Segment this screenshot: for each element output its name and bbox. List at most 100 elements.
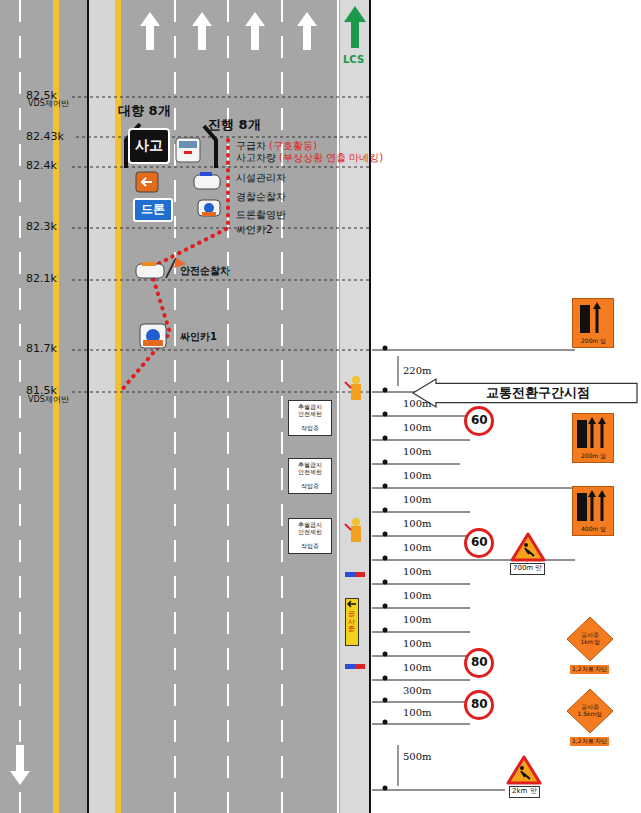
sign-text: 작업중 (295, 483, 325, 490)
lane-closure-sign: 200m 앞 (572, 413, 614, 463)
tick-dot (383, 698, 388, 703)
km-label: VDS제어반 (28, 396, 69, 405)
closed-lane (577, 493, 587, 521)
sign-text: 추월금지 안전제한 (295, 404, 325, 417)
lane-arrow (588, 417, 596, 448)
label: (구호활동) (269, 140, 317, 151)
tick-line (372, 488, 575, 489)
shape (525, 548, 534, 556)
sign-text: 60 (471, 414, 488, 427)
vehicle-label: 경찰순찰차 (236, 191, 286, 202)
lane-arrow (598, 417, 606, 448)
tick-dot (383, 346, 388, 351)
distance-label: 100m (403, 494, 432, 505)
sign-text: 80 (471, 656, 488, 669)
diamond (567, 689, 613, 733)
sign-text: 700m 앞 (510, 563, 545, 575)
sign-text: 60 (471, 536, 488, 549)
distance-label: 100m (403, 566, 432, 577)
speed-limit-sign: 60 (464, 528, 494, 558)
direction-arrow-box: 교통전환구간시점 (412, 378, 638, 408)
shape (521, 771, 530, 779)
triangle (512, 534, 544, 560)
closed-lane (580, 305, 590, 333)
vehicle-label: 싸인카1 (180, 331, 217, 342)
label: 진행 8개 (208, 118, 261, 132)
sign-text: 작업중 (295, 543, 325, 550)
triangle-sign (504, 755, 544, 785)
distance-label: 100m (403, 398, 432, 409)
speed-limit-sign: 80 (464, 648, 494, 678)
lane-closure-sign: 200m 앞 (572, 298, 614, 348)
km-label: VDS제어반 (28, 100, 69, 109)
tick-dot (383, 412, 388, 417)
distance-label: 500m (403, 751, 432, 762)
tick-dot (383, 484, 388, 489)
lane-arrows (573, 487, 613, 523)
tick-dot (383, 388, 388, 393)
construction-diamond-sign: 공사중 1km앞 1,2차로 차단 (566, 616, 614, 676)
notice-board: 추월금지 안전제한작업중 (288, 458, 332, 494)
sign-text: 추월금지 안전제한 (295, 522, 325, 535)
sign-text: 공사중 (348, 611, 355, 634)
sign-text: 2km 앞 (509, 786, 540, 798)
notice-board: 추월금지 안전제한작업중 (288, 518, 332, 554)
lane-arrow (598, 490, 606, 521)
tick-dot (383, 460, 388, 465)
distance-label: 100m (403, 470, 432, 481)
distance-label: 100m (403, 518, 432, 529)
vehicle-label: 시설관리차 (236, 172, 286, 183)
distance-label: 100m (403, 707, 432, 718)
km-label: 82.4k (26, 160, 57, 172)
triangle (508, 757, 540, 783)
km-label: 82.43k (26, 131, 64, 143)
km-label: 82.3k (26, 221, 57, 233)
sign-text: 교통전환구간시점 (486, 386, 590, 400)
shape (520, 766, 524, 770)
speed-limit-sign: 60 (464, 406, 494, 436)
work-warning-sign: 2km 앞 (504, 755, 544, 799)
tick-dot (383, 508, 388, 513)
sign-text: 추월금지 안전제한 (295, 462, 325, 475)
drone-box: 드론 (133, 198, 173, 222)
tick-dot (383, 532, 388, 537)
label: (부상상황 연출 마네킹) (279, 152, 383, 163)
shape (524, 543, 528, 547)
distance-label: 100m (403, 422, 432, 433)
tick-line (372, 790, 505, 791)
vehicle-label: 구급차 (236, 140, 266, 151)
label: 대향 8개 (118, 104, 171, 118)
lane-arrows (573, 414, 613, 450)
distance-label: 100m (403, 446, 432, 457)
distance-label: 100m (403, 590, 432, 601)
vehicle-label: 싸인카2 (236, 224, 272, 235)
arrow-board: 공사중 (345, 598, 359, 646)
distance-label: 100m (403, 662, 432, 673)
vehicle-label: 드론촬영반 (236, 209, 286, 220)
tick-line (372, 536, 475, 537)
tick-dot (383, 786, 388, 791)
work-warning-sign: 700m 앞 (508, 532, 548, 576)
distance-label: 100m (403, 638, 432, 649)
sign-text: 1,2차로 차단 (570, 665, 609, 674)
km-label: 81.7k (26, 343, 57, 355)
arrow-shape (413, 379, 637, 407)
tick-dot (383, 556, 388, 561)
distance-label: 100m (403, 542, 432, 553)
sign-text: 80 (471, 698, 488, 711)
tick-line (372, 350, 575, 351)
diamond (567, 617, 613, 661)
distance-label: 300m (403, 685, 432, 696)
sign-text: 400m 앞 (581, 526, 606, 533)
tick-dot (383, 580, 388, 585)
sign-text: 200m 앞 (581, 338, 606, 345)
distance-label: 100m (403, 614, 432, 625)
lane-arrows (573, 299, 613, 335)
notice-board: 추월금지 안전제한작업중 (288, 400, 332, 436)
shape (348, 601, 356, 607)
sign-text: 공사중 1km앞 (575, 632, 605, 645)
tick-dot (383, 604, 388, 609)
lane-closure-sign: 400m 앞 (572, 486, 614, 536)
km-label: 82.1k (26, 273, 57, 285)
sign-text: 공사중 1.5km앞 (575, 704, 605, 717)
